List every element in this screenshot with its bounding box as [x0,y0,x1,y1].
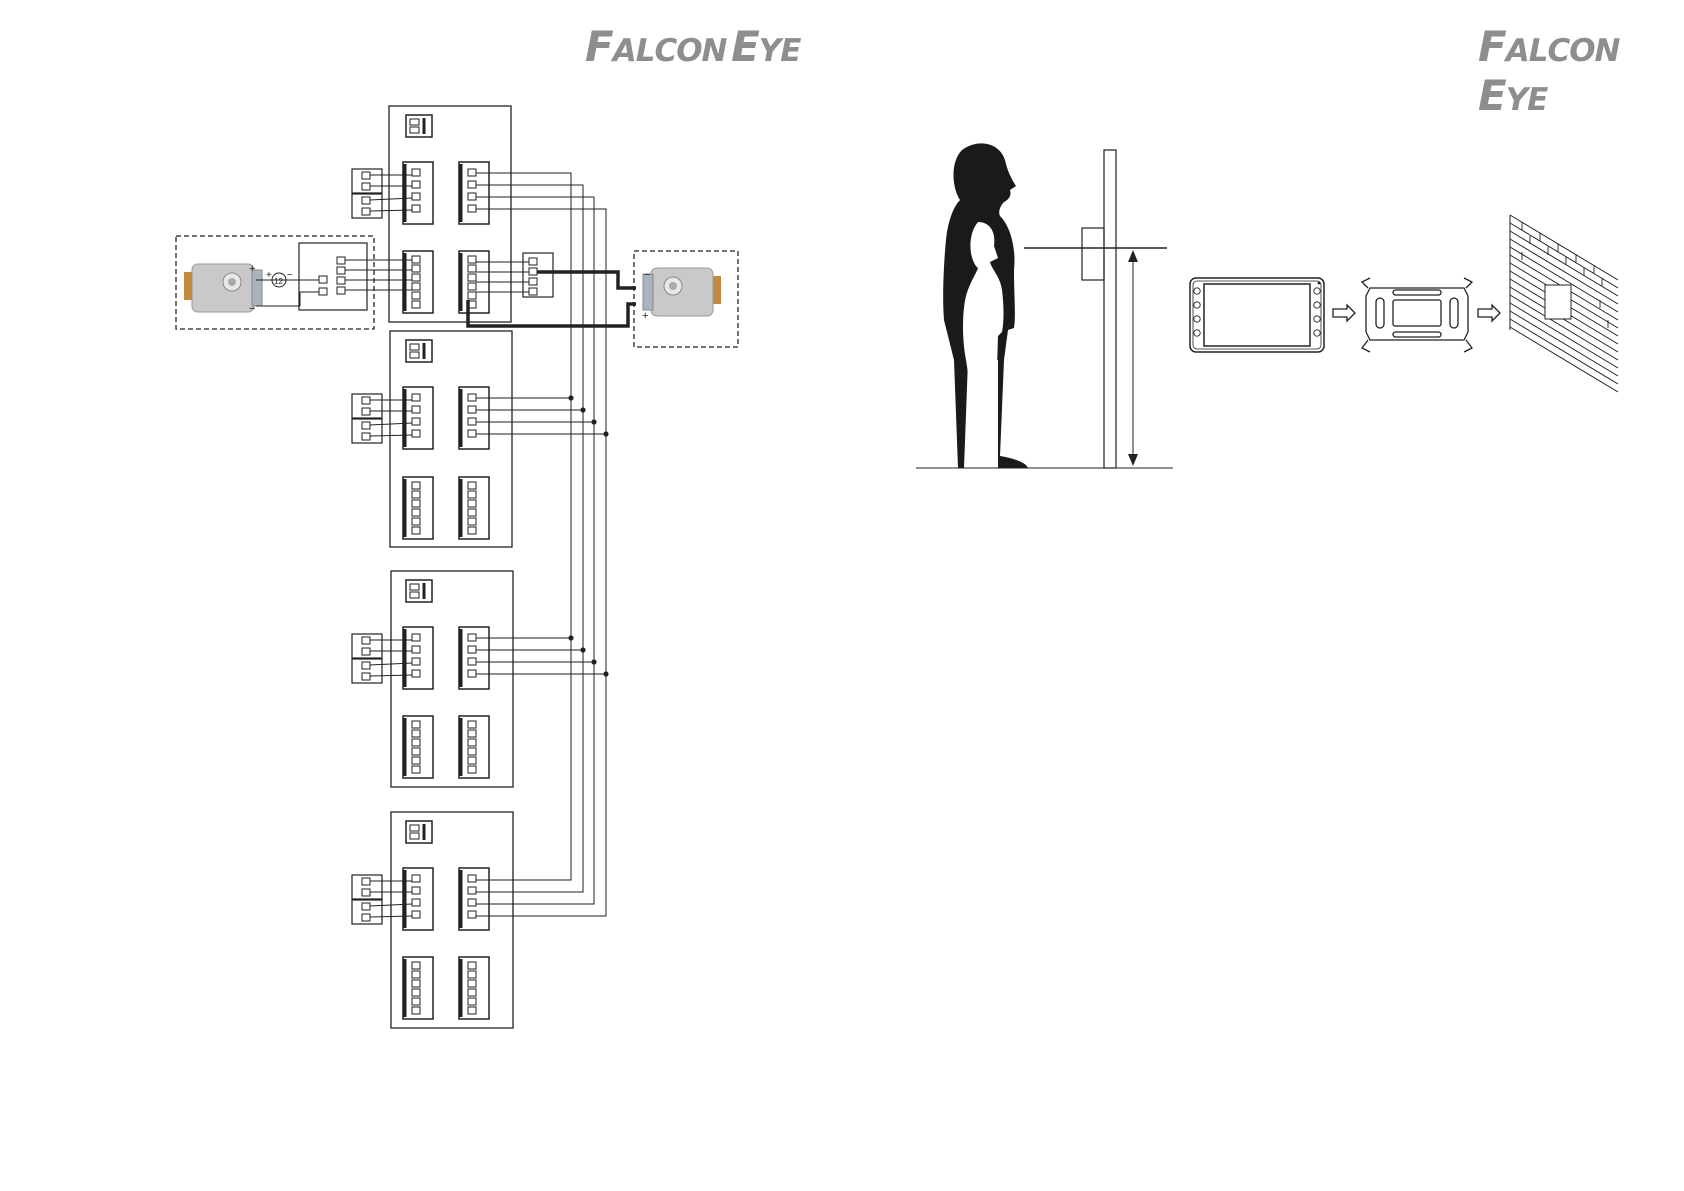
arrow-down-icon [1128,454,1138,466]
lock-connector-box [523,253,553,297]
brick-wall-icon [1510,215,1618,392]
lock-left-plus: + [249,263,255,275]
mounting-steps [1190,215,1618,392]
lock-left-minus: − [249,303,255,315]
unit-panel-2 [390,331,512,547]
monitor-side-icon [1082,228,1104,280]
monitor-front-icon [1190,278,1324,352]
psu-plus: + [266,270,272,281]
installation-height-diagram [916,143,1173,468]
power-supply-box [299,243,367,310]
arrow-up-icon [1128,250,1138,262]
wiring-diagram: + − + − 12 − + [176,106,738,1028]
unit-panel-4 [391,812,513,1028]
electric-lock-right-icon [643,268,721,316]
unit-panel-3 [391,571,513,787]
mounting-bracket-icon [1362,278,1472,352]
lock-right-plus: + [642,310,648,322]
psu-minus: − [287,270,293,281]
psu-label: 12 [274,277,283,286]
lock-right-minus: − [644,269,650,281]
